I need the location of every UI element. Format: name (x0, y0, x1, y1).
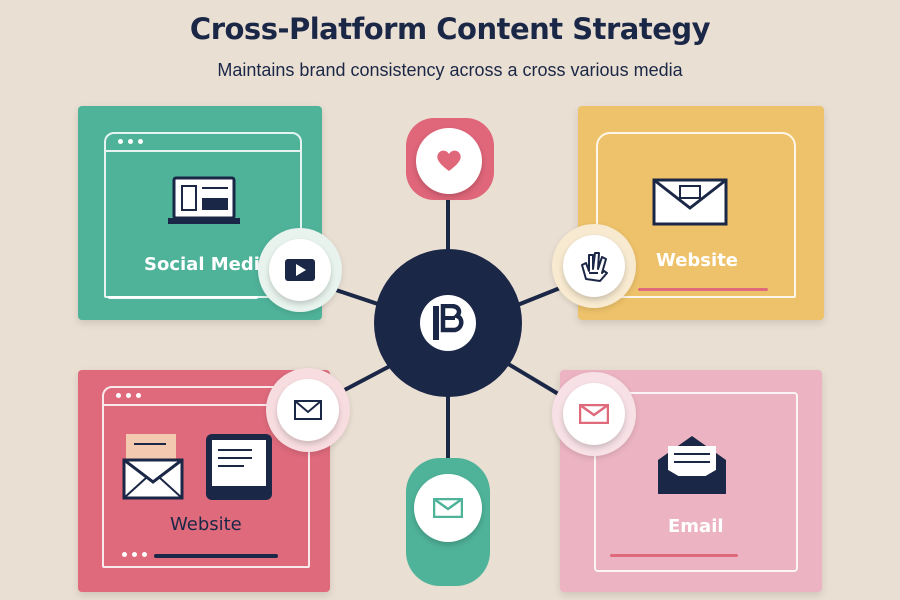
laptop-icon (168, 176, 240, 224)
browser-frame (596, 132, 796, 298)
hub-logo-circle (420, 295, 476, 351)
tablet-icon (206, 434, 272, 500)
video-play-icon (285, 259, 315, 281)
window-dots (116, 393, 141, 398)
window-chrome-line (106, 150, 300, 152)
brand-hub[interactable] (374, 249, 522, 397)
mail-icon (294, 400, 322, 420)
brand-logo-icon (433, 304, 464, 340)
card-label: Website (170, 514, 242, 535)
mail-badge[interactable] (563, 383, 625, 445)
heart-icon (437, 150, 461, 171)
card-progress-bar (638, 288, 768, 291)
mail-badge[interactable] (277, 379, 339, 441)
hand-icon (581, 252, 608, 282)
hand-badge[interactable] (563, 235, 625, 297)
card-progress-bar (108, 296, 258, 299)
mail-badge-bottom[interactable] (414, 474, 482, 542)
browser-frame (594, 392, 798, 572)
card-label: Website (656, 250, 739, 271)
page-subtitle: Maintains brand consistency across a cro… (217, 60, 683, 80)
card-label: Social Media (144, 254, 273, 275)
video-badge[interactable] (269, 239, 331, 301)
envelope-icon (652, 178, 728, 226)
window-chrome-line (104, 404, 308, 406)
footer-dots (122, 552, 147, 557)
mail-icon (433, 498, 463, 518)
card-progress-bar (154, 554, 278, 558)
mail-icon (579, 404, 609, 424)
card-label: Email (668, 516, 724, 537)
heart-badge[interactable] (416, 128, 482, 194)
page-title: Cross-Platform Content Strategy (189, 12, 711, 46)
open-envelope-icon (658, 436, 726, 494)
browser-frame (102, 386, 310, 568)
envelope-document-icon (122, 434, 184, 500)
connector-bottom-right (503, 360, 562, 397)
window-dots (118, 139, 143, 144)
card-progress-bar (610, 554, 738, 557)
